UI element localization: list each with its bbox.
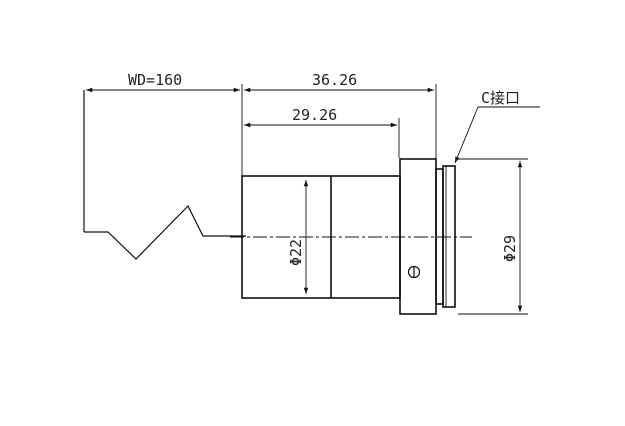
mount-diameter-dimension: Φ29: [458, 158, 528, 315]
mount-section: [399, 158, 456, 315]
body-diameter-label: Φ22: [287, 239, 305, 266]
wd-dimension: WD=160: [86, 71, 240, 93]
wd-dimension-label: WD=160: [128, 71, 182, 89]
c-mount-callout: C接口: [454, 89, 540, 164]
body-length-label: 29.26: [292, 106, 337, 124]
overall-length-dimension: 36.26: [241, 71, 437, 176]
overall-length-label: 36.26: [312, 71, 357, 89]
mount-diameter-label: Φ29: [501, 235, 519, 262]
c-mount-label: C接口: [481, 89, 520, 107]
body-length-dimension: 29.26: [244, 106, 400, 158]
object-plane-break-line: [83, 90, 246, 260]
locking-screw-icon: [407, 265, 421, 279]
